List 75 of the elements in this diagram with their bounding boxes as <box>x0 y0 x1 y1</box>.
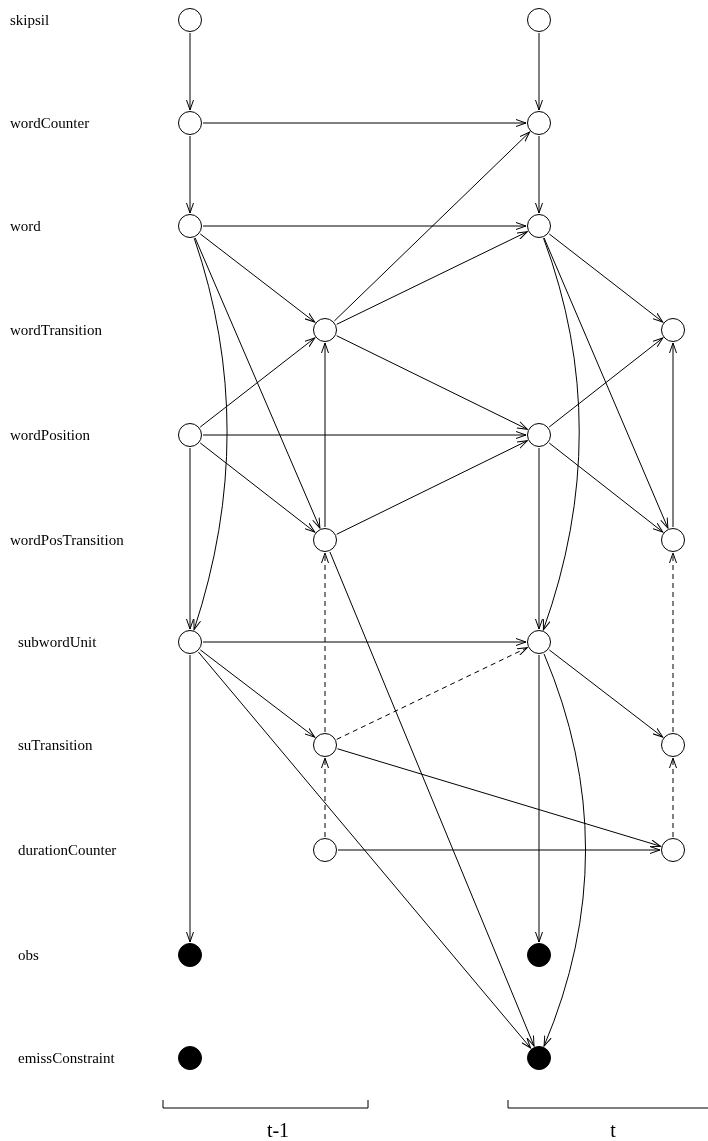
node-circle <box>178 630 202 654</box>
variable-label: skipsil <box>10 11 50 29</box>
variable-label: wordTransition <box>10 321 102 339</box>
node-circle <box>313 528 337 552</box>
arrow <box>202 119 527 127</box>
dashed-arrow <box>669 757 677 838</box>
arrow <box>548 442 664 533</box>
variable-label: emissConstraint <box>18 1049 115 1067</box>
arrow <box>193 237 228 631</box>
arrow <box>199 442 316 533</box>
arrow <box>202 431 527 439</box>
filled-node-circle <box>527 1046 551 1070</box>
arrow <box>186 654 194 943</box>
arrow <box>548 233 664 323</box>
filled-node-circle <box>527 943 551 967</box>
node-circle <box>313 838 337 862</box>
variable-label: wordCounter <box>10 114 90 132</box>
arrow <box>543 653 587 1047</box>
variable-label: subwordUnit <box>18 633 97 651</box>
variable-label: obs <box>18 946 39 964</box>
node-circle <box>527 630 551 654</box>
dashed-arrow <box>669 552 677 733</box>
arrow <box>333 131 531 322</box>
arrow <box>336 231 528 325</box>
arrow <box>202 222 527 230</box>
arrow <box>329 551 535 1047</box>
arrow <box>186 32 194 111</box>
arrow <box>199 233 316 323</box>
arrow <box>336 440 528 535</box>
arrow <box>199 649 316 738</box>
arrow <box>336 335 528 430</box>
node-circle <box>661 528 685 552</box>
variable-label: suTransition <box>18 736 93 754</box>
node-circle <box>527 8 551 32</box>
time-slice-label: t-1 <box>266 1119 290 1141</box>
node-circle <box>178 214 202 238</box>
arrow <box>337 846 661 854</box>
arrow <box>535 32 543 111</box>
variable-label: wordPosTransition <box>10 531 124 549</box>
variable-label: word <box>10 217 41 235</box>
arrow <box>542 237 580 631</box>
arrow <box>543 237 669 529</box>
arrow <box>548 337 664 428</box>
node-circle <box>661 733 685 757</box>
arrow <box>336 748 662 848</box>
arrow <box>535 654 543 943</box>
arrow <box>321 342 329 528</box>
arrow <box>202 638 527 646</box>
filled-node-circle <box>178 943 202 967</box>
arrow <box>669 342 677 528</box>
arrow <box>186 447 194 630</box>
node-circle <box>527 423 551 447</box>
node-circle <box>313 318 337 342</box>
arrow <box>199 337 316 428</box>
arrow <box>194 237 321 529</box>
node-circle <box>527 111 551 135</box>
node-circle <box>178 423 202 447</box>
node-circle <box>313 733 337 757</box>
arrow <box>535 135 543 214</box>
node-circle <box>661 838 685 862</box>
arrow <box>186 135 194 214</box>
arrow <box>197 651 532 1049</box>
variable-label: wordPosition <box>10 426 90 444</box>
node-circle <box>527 214 551 238</box>
node-circle <box>178 111 202 135</box>
dashed-arrow <box>321 757 329 838</box>
variable-label: durationCounter <box>18 841 117 859</box>
dashed-arrow <box>336 647 528 740</box>
dashed-arrow <box>321 552 329 733</box>
arrow <box>548 649 664 738</box>
arrow <box>535 447 543 630</box>
node-circle <box>178 8 202 32</box>
filled-node-circle <box>178 1046 202 1070</box>
node-circle <box>661 318 685 342</box>
time-slice-label: t <box>610 1119 616 1141</box>
